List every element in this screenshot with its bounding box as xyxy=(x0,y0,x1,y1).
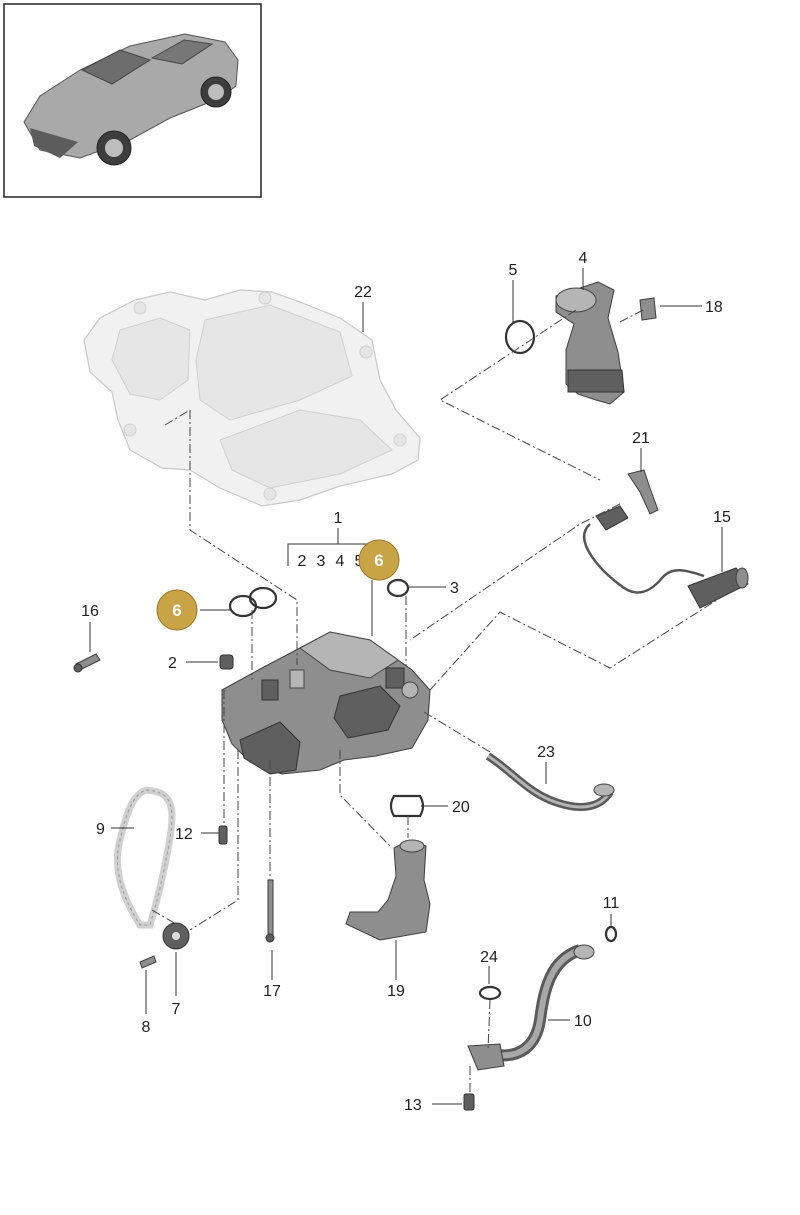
callout-2: 2 xyxy=(168,655,177,672)
callout-1: 1 xyxy=(334,510,343,527)
part-23-oil-pipe xyxy=(485,752,615,811)
part-20-seal xyxy=(389,794,425,818)
part-15-sensor xyxy=(583,505,749,609)
part-16-bolt xyxy=(73,653,101,673)
part-3-seal xyxy=(386,578,410,598)
part-24-o-ring xyxy=(478,985,502,1001)
svg-text:6: 6 xyxy=(374,551,383,570)
part-21-bracket xyxy=(627,469,659,515)
callout-16: 16 xyxy=(81,603,99,620)
part-4-filter-housing xyxy=(555,281,625,405)
callout-24: 24 xyxy=(480,949,498,966)
vehicle-thumbnail xyxy=(3,3,262,198)
sub-item-3: 3 xyxy=(317,553,326,570)
sub-item-4: 4 xyxy=(336,553,345,570)
callout-13: 13 xyxy=(404,1097,422,1114)
callout-3: 3 xyxy=(450,580,459,597)
callout-15: 15 xyxy=(713,509,731,526)
part-6-gasket xyxy=(228,586,278,618)
callout-9: 9 xyxy=(96,821,105,838)
part-19-oil-strainer xyxy=(345,839,431,941)
callout-5: 5 xyxy=(509,262,518,279)
assembly-lines xyxy=(151,309,721,1094)
callout-17: 17 xyxy=(263,983,281,1000)
callout-11: 11 xyxy=(603,895,620,912)
sub-item-2: 2 xyxy=(298,553,307,570)
badge-6-main: 6 xyxy=(358,539,400,581)
callout-23: 23 xyxy=(537,744,555,761)
part-10-oil-return-pipe xyxy=(467,944,595,1071)
part-17-long-bolt xyxy=(265,879,275,943)
part-11-o-ring xyxy=(604,925,618,943)
part-12-bolt xyxy=(218,825,228,845)
callout-4: 4 xyxy=(579,250,588,267)
part-7-sprocket xyxy=(162,922,190,950)
part-9-chain xyxy=(113,786,176,929)
part-1-oil-pump xyxy=(221,631,431,775)
callout-10: 10 xyxy=(574,1013,592,1030)
callout-22: 22 xyxy=(354,284,372,301)
part-18-clip xyxy=(639,297,657,321)
callout-21: 21 xyxy=(632,430,650,447)
svg-text:6: 6 xyxy=(172,601,181,620)
callout-8: 8 xyxy=(142,1019,151,1036)
callout-20: 20 xyxy=(452,799,470,816)
part-13-bolt xyxy=(463,1093,475,1111)
part-5-o-ring xyxy=(504,319,536,355)
callout-19: 19 xyxy=(387,983,405,1000)
part-2-plug xyxy=(219,654,234,670)
callout-7: 7 xyxy=(172,1001,181,1018)
callout-18: 18 xyxy=(705,299,723,316)
badge-6-left: 6 xyxy=(156,589,198,631)
callout-labels: 22 5 4 18 21 15 1 2 3 4 5 3 16 2 9 12 20… xyxy=(81,250,731,1114)
callout-12: 12 xyxy=(175,826,193,843)
part-22-oil-sump xyxy=(83,289,421,507)
part-8-bolt xyxy=(139,955,157,969)
